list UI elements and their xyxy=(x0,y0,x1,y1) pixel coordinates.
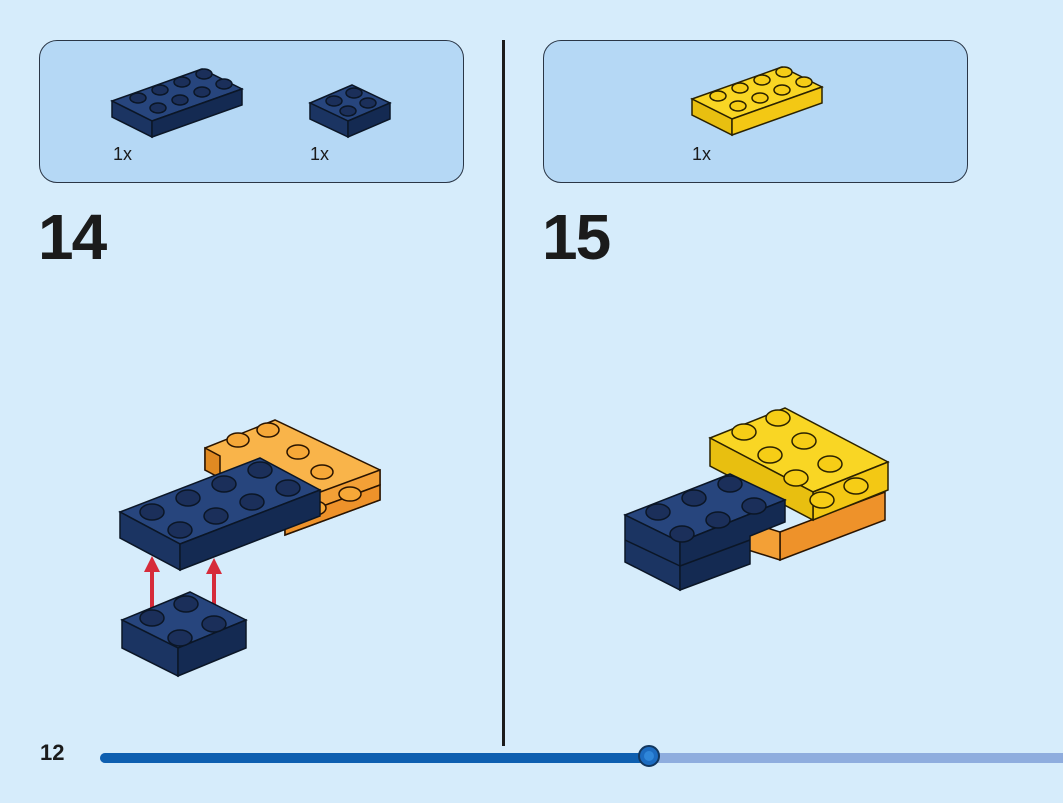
step-15-illustration xyxy=(623,407,890,592)
step-14-illustration xyxy=(118,419,381,678)
step-number-14: 14 xyxy=(38,201,107,273)
brick-2x4-yellow-icon xyxy=(690,66,824,137)
parts-callout-step-14: 1x 1x xyxy=(39,40,464,183)
step-number-15: 15 xyxy=(542,201,611,273)
part-quantity: 1x xyxy=(310,144,330,164)
progress-bar xyxy=(100,745,1063,767)
page-divider xyxy=(502,40,505,746)
part-quantity: 1x xyxy=(692,144,712,164)
parts-callout-step-15: 1x xyxy=(543,40,968,183)
part-quantity: 1x xyxy=(113,144,133,164)
brick-2x4-navy-icon xyxy=(110,68,244,139)
page-number: 12 xyxy=(40,740,65,765)
progress-knob[interactable] xyxy=(638,745,660,767)
brick-2x2-navy-icon xyxy=(308,84,392,139)
progress-fill xyxy=(100,753,649,763)
